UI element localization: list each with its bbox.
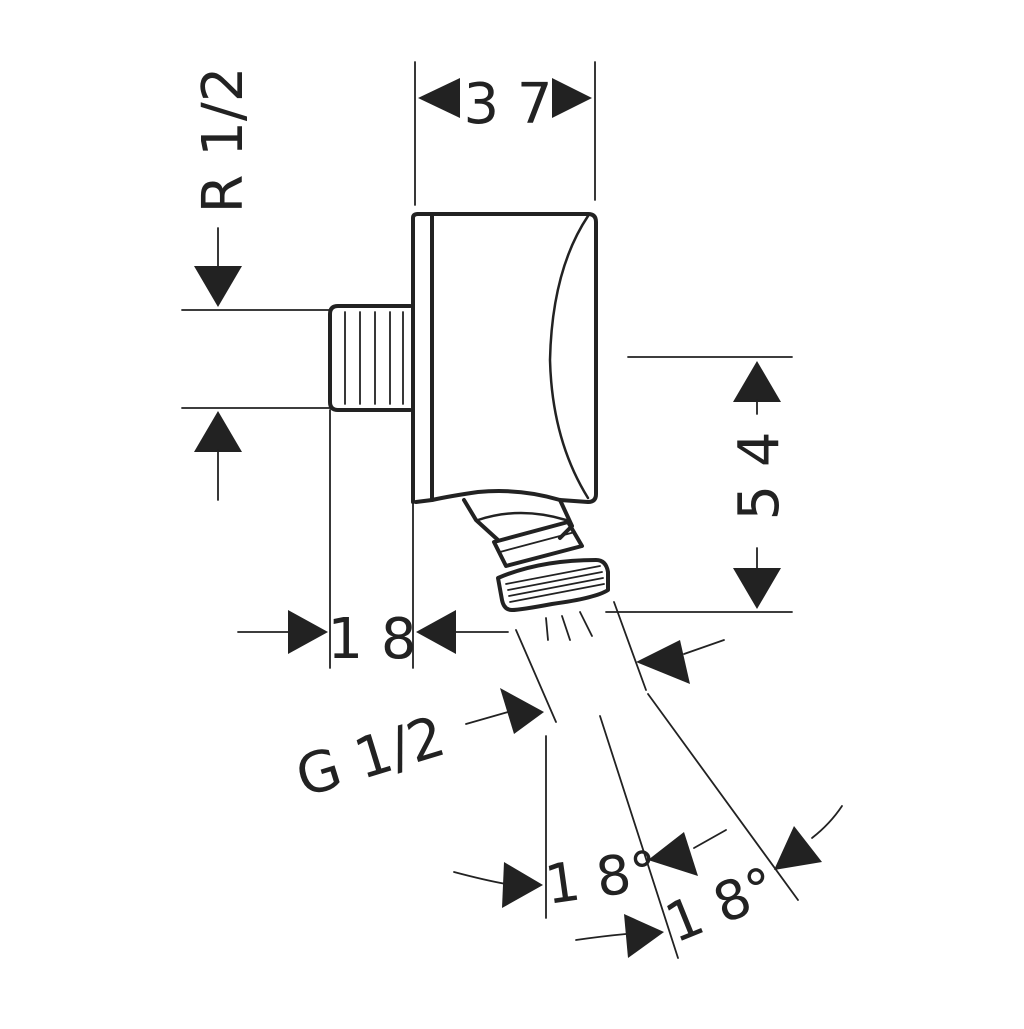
inlet-nipple [328,304,412,412]
dimension-width-top: 3 7 [414,61,596,206]
arrow-right-icon [288,610,328,654]
arrow-left-icon [418,78,460,118]
dimension-label-angle-right: 1 8° [657,854,785,955]
arrow-right-icon [500,688,544,734]
wall-flange [411,212,420,504]
swivel-collar [492,520,584,568]
arrow-down-icon [733,568,781,609]
arrow-up-icon [733,361,781,402]
dimension-label-inlet-thread: R 1/2 [191,67,256,214]
dimension-swivel-angles: 1 8° 1 8° [453,693,843,959]
dimension-height-right: 5 4 [605,356,793,613]
reference-line-center [599,715,679,959]
arrow-left-icon [774,826,822,870]
arrow-down-icon [194,266,242,307]
outlet-edge-right [613,601,647,691]
neck-seam [476,511,568,522]
front-face-curve [548,214,590,500]
arrow-right-icon [552,78,592,118]
outlet-body [328,212,610,612]
dimension-label-height: 5 4 [727,431,792,520]
dimension-label-angle-left: 1 8° [541,839,662,917]
outlet-nut [496,558,610,612]
arrow-left-icon [648,832,698,876]
arrow-right-icon [624,914,664,958]
dimension-nipple-length: 1 8 [237,409,509,672]
dimension-label-outlet-thread: G 1/2 [289,704,453,810]
dimension-label-nipple: 1 8 [327,607,416,672]
reference-line-right [647,693,799,901]
dimension-label-width: 3 7 [463,72,552,137]
outlet-edge-left [515,629,557,723]
dimension-inlet-thread: R 1/2 [181,67,331,501]
arrow-left-icon [636,640,690,684]
arrow-up-icon [194,411,242,452]
arrow-right-icon [502,862,543,908]
arrow-left-icon [416,610,456,654]
neck-left [462,498,500,542]
